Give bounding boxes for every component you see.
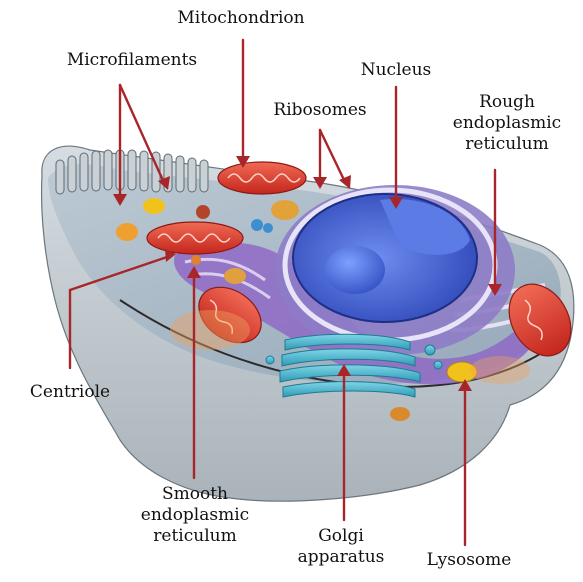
- label-golgi: Golgi apparatus: [286, 526, 396, 568]
- label-microfilaments: Microfilaments: [44, 50, 220, 71]
- label-lysosome: Lysosome: [410, 550, 528, 571]
- label-mitochondrion: Mitochondrion: [150, 8, 332, 29]
- label-smooth-er: Smooth endoplasmic reticulum: [130, 484, 260, 547]
- mitochondrion-left: [147, 222, 243, 254]
- nucleus: [275, 185, 515, 355]
- label-ribosomes: Ribosomes: [255, 100, 385, 121]
- label-rough-er: Rough endoplasmic reticulum: [440, 92, 574, 155]
- mitochondrion-top: [218, 162, 306, 194]
- label-nucleus: Nucleus: [346, 60, 446, 81]
- label-centriole: Centriole: [14, 382, 126, 403]
- line-ribosomes-b: [320, 130, 346, 184]
